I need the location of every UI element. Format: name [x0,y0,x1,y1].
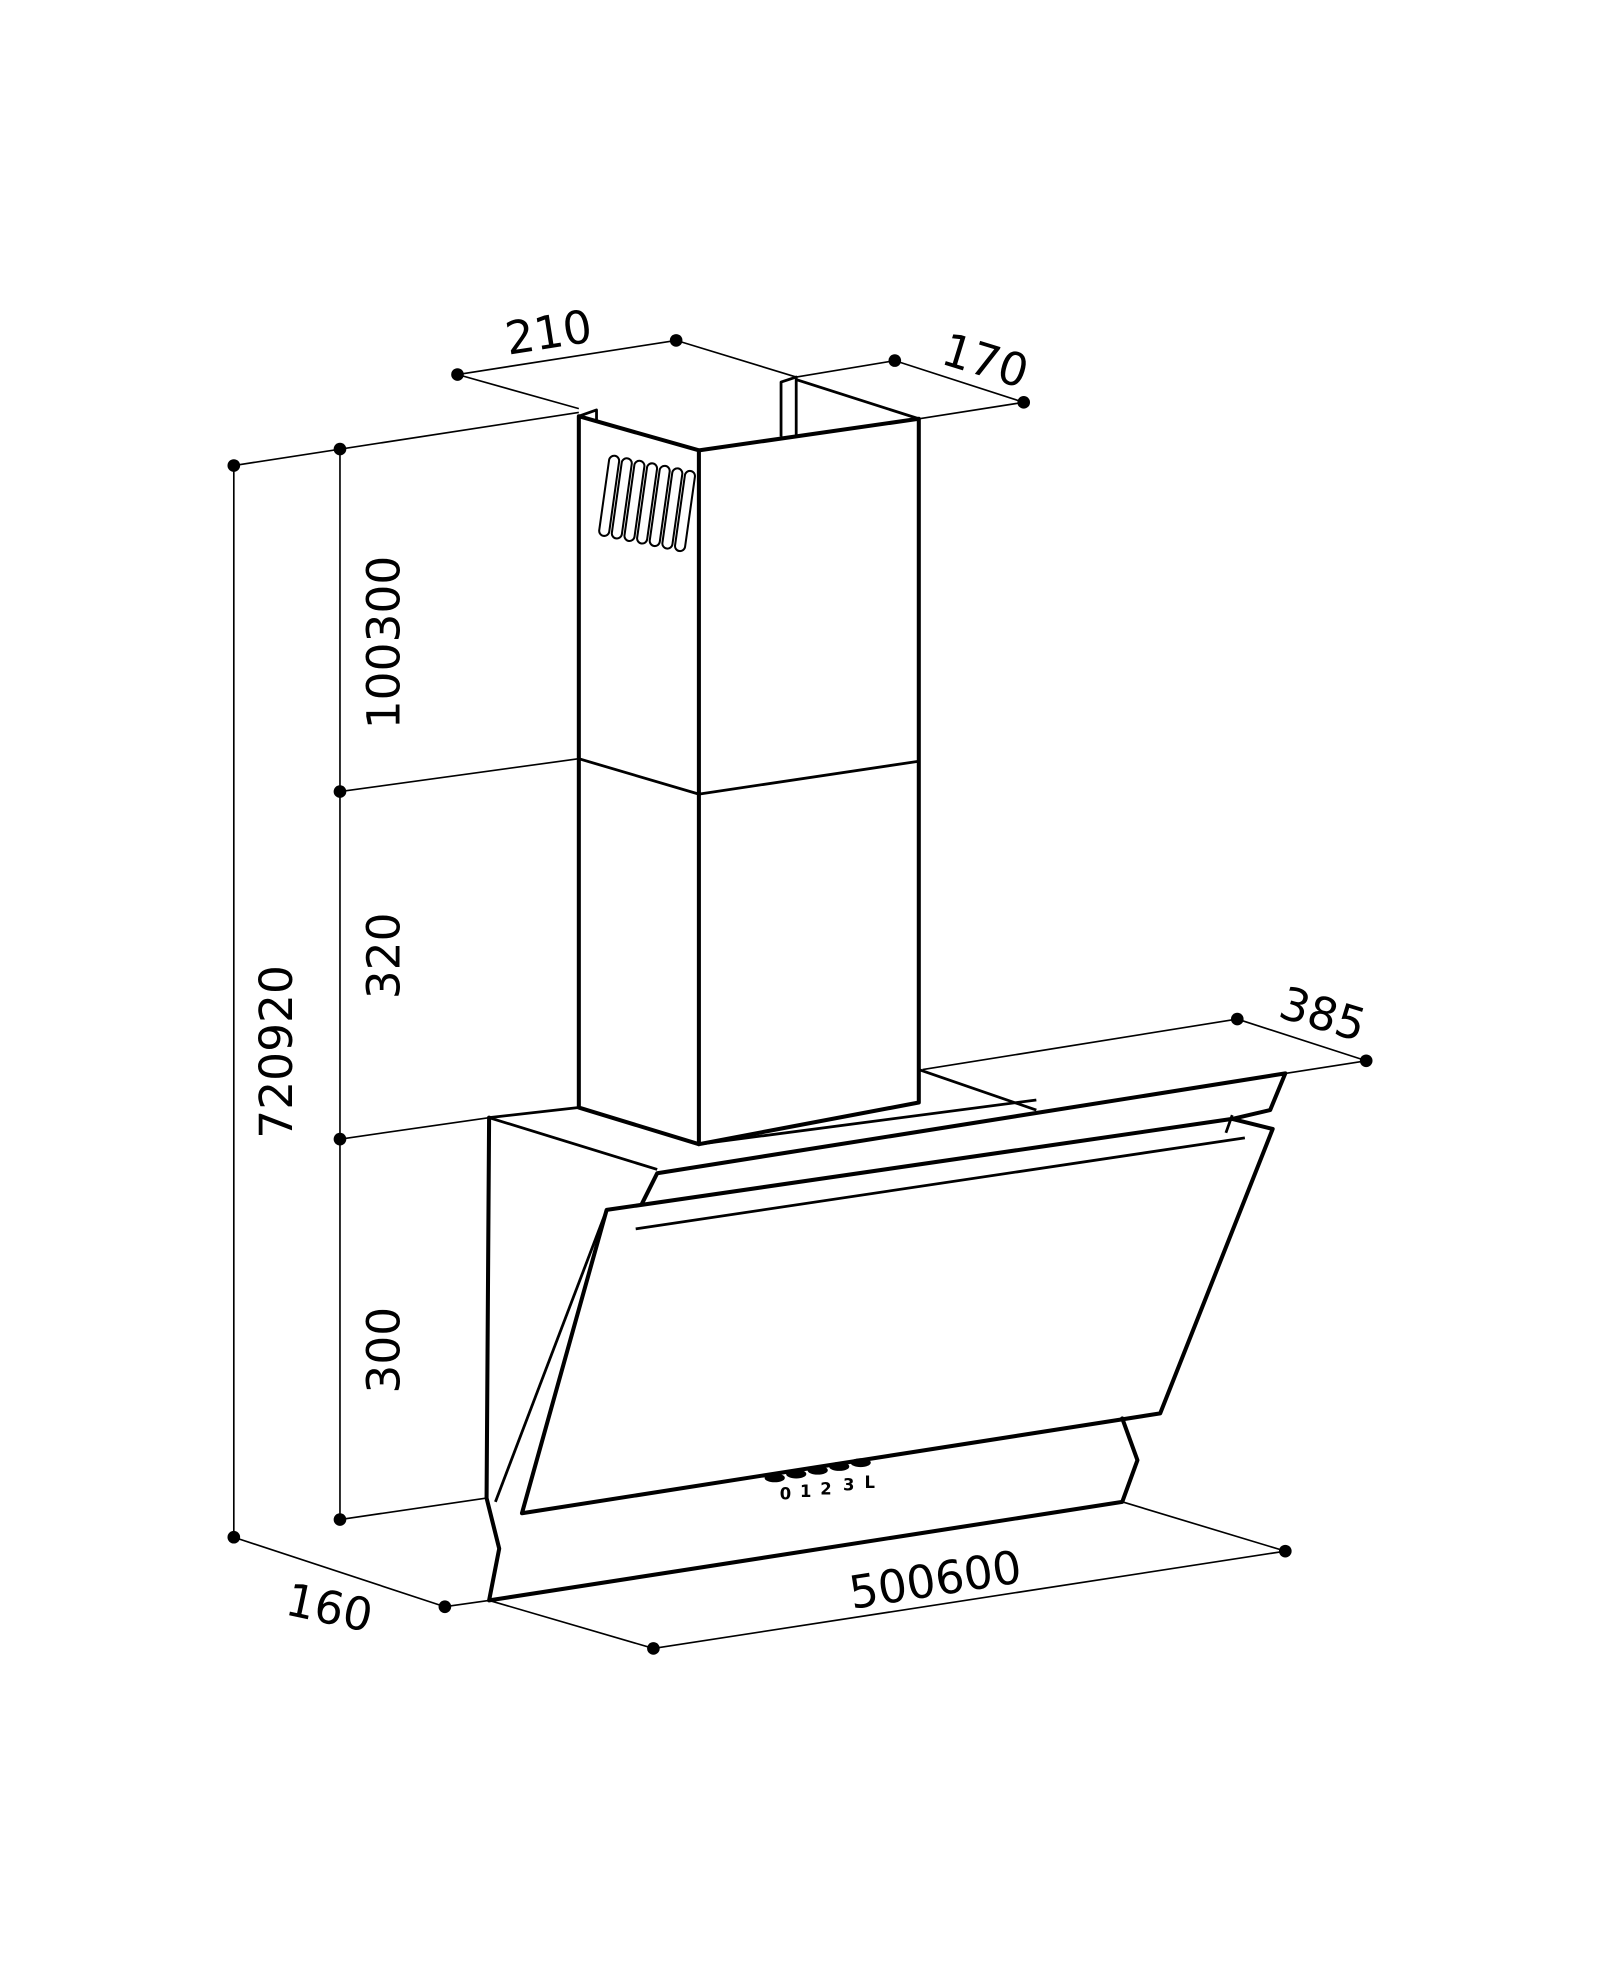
control-button-light[interactable] [850,1458,871,1468]
dim-chimney-upper: 100300 [357,556,410,730]
chimney [576,375,921,1147]
dim-chimney-depth: 170 [936,323,1035,399]
dim-hood-width: 500600 [845,1540,1025,1620]
control-button-2[interactable] [807,1465,828,1475]
dim-chimney-lower: 320 [357,912,410,999]
control-label: 1 [800,1482,811,1501]
dimension-dots [227,334,1373,1655]
hood-body [484,1068,1288,1603]
control-label: L [864,1473,874,1492]
control-button-3[interactable] [829,1462,850,1471]
dim-hood-depth: 385 [1273,976,1372,1052]
dim-total-height: 720920 [250,965,303,1139]
control-label: 3 [843,1475,854,1494]
control-label: 2 [820,1479,831,1498]
dim-bottom-depth: 160 [281,1573,377,1643]
control-button-0[interactable] [764,1473,785,1483]
control-panel: 0 1 2 3 L [764,1458,875,1503]
dimension-lines [232,339,1367,1650]
control-button-1[interactable] [786,1469,807,1479]
control-label: 0 [780,1484,791,1503]
dim-hood-height: 300 [357,1307,410,1394]
vent-slots-icon [598,454,696,553]
